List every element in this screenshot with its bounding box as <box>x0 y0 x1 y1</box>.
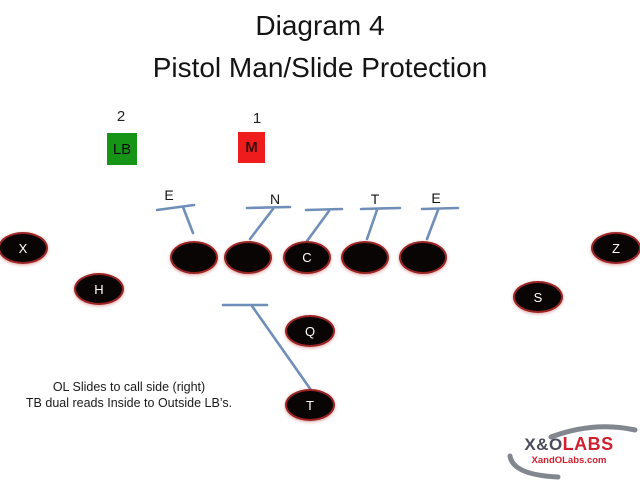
logo-labs-text: LABS <box>562 434 614 454</box>
dline-label-e-left: E <box>164 187 174 203</box>
dline-label-tackle: T <box>370 191 380 207</box>
dline-bar-e-left <box>155 203 196 212</box>
player-s-label: S <box>533 289 543 305</box>
player-h: H <box>74 273 124 305</box>
player-z-label: Z <box>612 240 620 256</box>
mike-box: M <box>238 132 265 163</box>
logo-wordmark: X&OLABS <box>498 434 640 455</box>
logo-swoosh-bottom <box>507 453 561 480</box>
title-line1: Diagram 4 <box>255 10 385 41</box>
linebacker-box: LB <box>107 133 137 165</box>
logo-swoosh-top <box>548 424 638 440</box>
oline-right-guard <box>341 241 389 274</box>
lb-depth-number: 2 <box>116 108 126 125</box>
oline-left-tackle <box>170 241 218 274</box>
mike-depth-number: 1 <box>252 110 262 127</box>
player-t: T <box>285 389 335 421</box>
center-label: C <box>302 250 312 265</box>
note-line1: OL Slides to call side (right) <box>52 380 206 394</box>
player-q: Q <box>285 315 335 347</box>
logo-xo-text: X&O <box>524 435 563 454</box>
oline-right-tackle <box>399 241 447 274</box>
diagram-title: Diagram 4 Pistol Man/Slide Protection <box>0 5 640 89</box>
dline-stem-e-right <box>425 208 440 241</box>
player-z: Z <box>591 232 640 264</box>
mike-label: M <box>245 139 258 156</box>
dline-stem-e-left <box>181 205 195 235</box>
dline-stem-center <box>305 209 331 243</box>
dline-bar-e-right <box>420 206 460 211</box>
logo-swoosh-icon <box>507 424 638 480</box>
dline-stem-tackle <box>365 208 379 241</box>
player-q-label: Q <box>304 323 316 339</box>
dline-bar-nose <box>245 205 292 210</box>
dline-bar-center <box>304 207 344 212</box>
linebacker-label: LB <box>112 140 132 158</box>
coaching-notes: OL Slides to call side (right) TB dual r… <box>18 380 240 411</box>
player-x: X <box>0 232 48 264</box>
dline-label-nose: N <box>269 191 281 207</box>
dline-label-e-right: E <box>431 190 441 206</box>
title-line2: Pistol Man/Slide Protection <box>152 52 488 83</box>
player-t-label: T <box>306 397 314 413</box>
logo-site-url: XandOLabs.com <box>531 455 607 466</box>
player-x-label: X <box>18 240 28 256</box>
dline-stem-nose <box>248 207 275 241</box>
player-s: S <box>513 281 563 313</box>
dline-bar-tackle <box>359 206 402 211</box>
note-line2: TB dual reads Inside to Outside LB’s. <box>25 395 233 410</box>
oline-center: C <box>283 241 331 274</box>
oline-left-guard <box>224 241 272 274</box>
player-h-label: H <box>94 281 104 297</box>
xandolabs-logo: X&OLABS XandOLabs.com <box>498 424 640 480</box>
